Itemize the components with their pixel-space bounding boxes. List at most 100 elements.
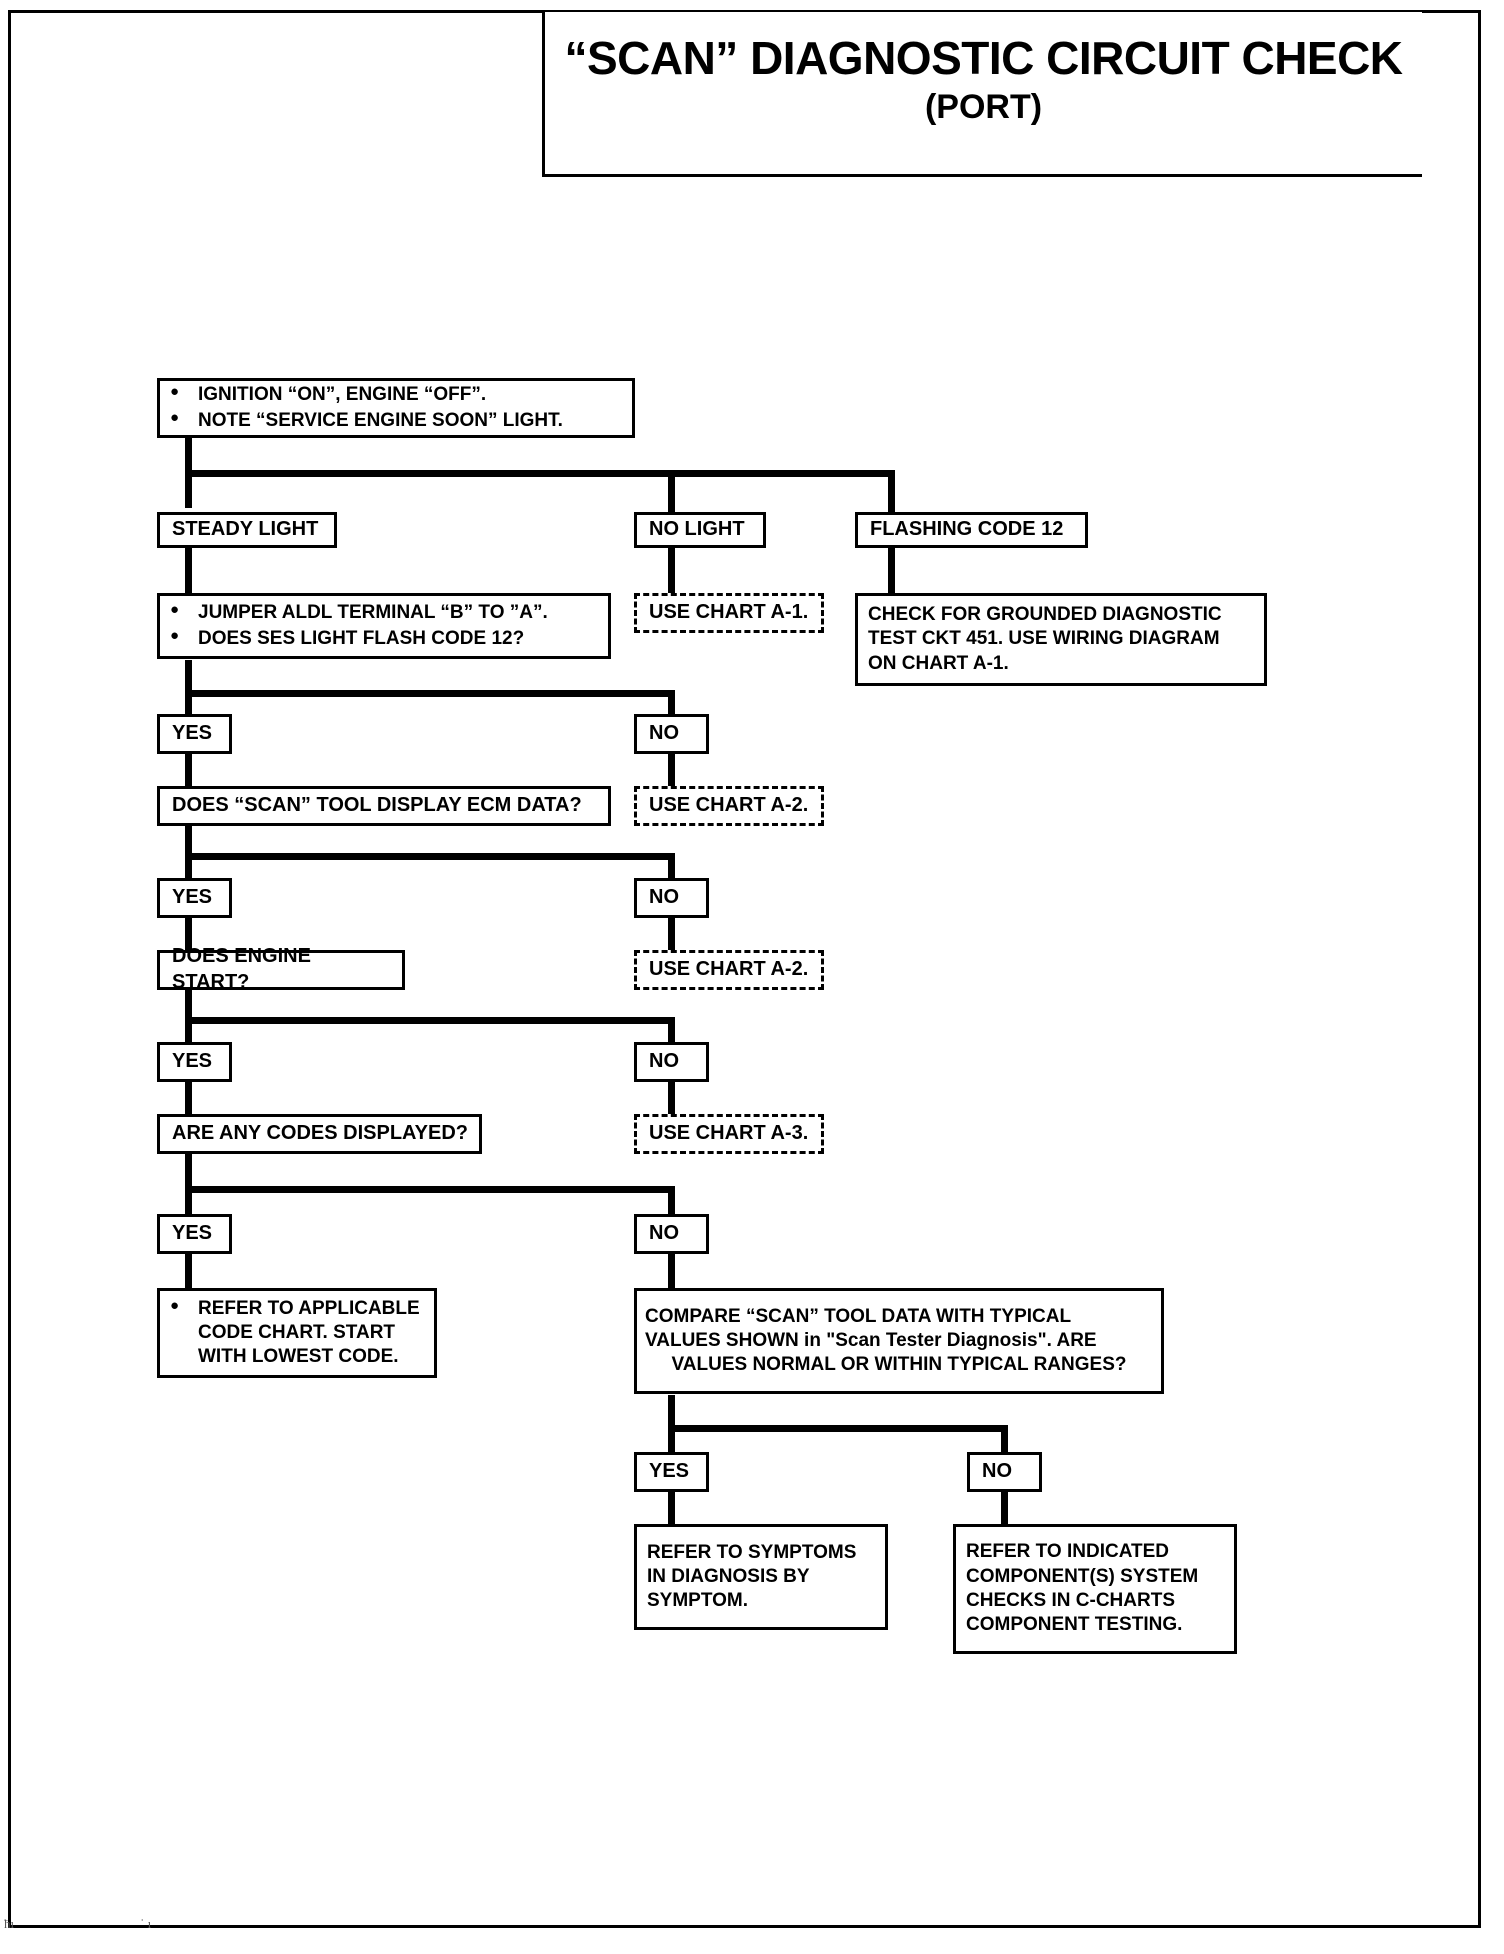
node-yes-2-label: YES — [172, 886, 213, 909]
node-no-light[interactable]: NO LIGHT — [634, 512, 766, 548]
node-yes-5[interactable]: YES — [634, 1452, 709, 1492]
node-yes-3-label: YES — [172, 1050, 213, 1073]
page-border — [8, 10, 1481, 1928]
node-steady-light[interactable]: STEADY LIGHT — [157, 512, 337, 548]
node-steady-light-label: STEADY LIGHT — [172, 518, 319, 541]
connector-codes-bus — [185, 1186, 675, 1193]
connector-no3-down — [668, 1080, 675, 1114]
node-no-1-label: NO — [649, 722, 679, 745]
refer-component-line-4: COMPONENT TESTING. — [966, 1614, 1183, 1636]
start-bullet-2: NOTE “SERVICE ENGINE SOON” LIGHT. — [164, 408, 624, 433]
node-use-chart-a3-label: USE CHART A-3. — [649, 1122, 809, 1145]
refer-symptoms-line-3: SYMPTOM. — [647, 1590, 748, 1612]
connector-no2-down — [668, 916, 675, 950]
node-use-chart-a1-label: USE CHART A-1. — [649, 601, 809, 624]
scan-artifact-left: ħı — [4, 1916, 15, 1931]
check-grounded-line-3: ON CHART A-1. — [868, 652, 1009, 674]
node-start[interactable]: IGNITION “ON”, ENGINE “OFF”. NOTE “SERVI… — [157, 378, 635, 438]
connector-scan-bus — [185, 853, 675, 860]
node-yes-5-label: YES — [649, 1460, 690, 1483]
refer-code-chart-bullet-list: REFER TO APPLICABLE CODE CHART. START WI… — [164, 1296, 426, 1370]
jumper-bullet-2: DOES SES LIGHT FLASH CODE 12? — [164, 626, 600, 651]
node-no-5[interactable]: NO — [967, 1452, 1042, 1492]
connector-scan-no-down — [668, 853, 675, 884]
node-yes-3[interactable]: YES — [157, 1042, 232, 1082]
node-flashing-code-12[interactable]: FLASHING CODE 12 — [855, 512, 1088, 548]
refer-code-chart-bullet-1: REFER TO APPLICABLE CODE CHART. START WI… — [164, 1296, 426, 1370]
refer-component-line-3: CHECKS IN C-CHARTS — [966, 1590, 1175, 1611]
node-no-1[interactable]: NO — [634, 714, 709, 754]
node-no-3[interactable]: NO — [634, 1042, 709, 1082]
jumper-bullet-1: JUMPER ALDL TERMINAL “B” TO ”A”. — [164, 600, 600, 625]
node-yes-4-label: YES — [172, 1222, 213, 1245]
node-no-2[interactable]: NO — [634, 878, 709, 918]
compare-scan-line-3: VALUES NORMAL OR WITHIN TYPICAL RANGES? — [671, 1354, 1127, 1376]
connector-steady-to-jumper — [185, 545, 192, 593]
connector-flashing-down — [888, 470, 895, 512]
check-grounded-line-1: CHECK FOR GROUNDED DIAGNOSTIC — [868, 604, 1222, 626]
refer-symptoms-line-2: IN DIAGNOSIS BY — [647, 1565, 810, 1587]
connector-codes-no-down — [668, 1186, 675, 1222]
node-compare-scan-data[interactable]: COMPARE “SCAN” TOOL DATA WITH TYPICAL VA… — [634, 1288, 1164, 1394]
node-use-chart-a2-first-label: USE CHART A-2. — [649, 794, 809, 817]
node-engine-start-label: DOES ENGINE START? — [172, 945, 311, 993]
start-bullet-list: IGNITION “ON”, ENGINE “OFF”. NOTE “SERVI… — [164, 382, 624, 434]
node-flashing-code-12-label: FLASHING CODE 12 — [870, 518, 1064, 541]
node-yes-4[interactable]: YES — [157, 1214, 232, 1254]
connector-yes4-down — [185, 1254, 192, 1288]
node-yes-2[interactable]: YES — [157, 878, 232, 918]
compare-scan-line-1: COMPARE “SCAN” TOOL DATA WITH TYPICAL — [645, 1305, 1072, 1327]
node-use-chart-a3[interactable]: USE CHART A-3. — [634, 1114, 824, 1154]
connector-no5-down — [1001, 1492, 1008, 1524]
connector-engine-no-down — [668, 1017, 675, 1048]
check-grounded-line-2: TEST CKT 451. USE WIRING DIAGRAM — [868, 628, 1220, 650]
node-codes-displayed[interactable]: ARE ANY CODES DISPLAYED? — [157, 1114, 482, 1154]
node-refer-symptoms[interactable]: REFER TO SYMPTOMS IN DIAGNOSIS BY SYMPTO… — [634, 1524, 888, 1630]
connector-no1-down — [668, 752, 675, 786]
connector-nolight-to-a1 — [668, 545, 675, 593]
refer-symptoms-line-1: REFER TO SYMPTOMS — [647, 1541, 857, 1563]
start-bullet-1: IGNITION “ON”, ENGINE “OFF”. — [164, 382, 624, 407]
node-no-4[interactable]: NO — [634, 1214, 709, 1254]
node-refer-code-chart[interactable]: REFER TO APPLICABLE CODE CHART. START WI… — [157, 1288, 437, 1378]
node-scan-ecm-data[interactable]: DOES “SCAN” TOOL DISPLAY ECM DATA? — [157, 786, 611, 826]
node-no-5-label: NO — [982, 1460, 1012, 1483]
node-codes-displayed-label: ARE ANY CODES DISPLAYED? — [172, 1122, 468, 1145]
node-use-chart-a1[interactable]: USE CHART A-1. — [634, 593, 824, 633]
connector-compare-bus — [668, 1425, 1008, 1432]
connector-engine-bus — [185, 1017, 675, 1024]
node-jumper-aldl[interactable]: JUMPER ALDL TERMINAL “B” TO ”A”. DOES SE… — [157, 593, 611, 659]
node-use-chart-a2-second-label: USE CHART A-2. — [649, 958, 809, 981]
connector-bus-top — [185, 470, 895, 477]
connector-yes1-down — [185, 752, 192, 786]
connector-yes2-down — [185, 916, 192, 950]
connector-no4-down — [668, 1254, 675, 1288]
refer-component-line-1: REFER TO INDICATED — [966, 1541, 1170, 1563]
node-no-4-label: NO — [649, 1222, 679, 1245]
scan-artifact-right: ˈ ı — [140, 1916, 152, 1931]
connector-flashing-to-check — [888, 545, 895, 593]
compare-scan-line-2b: in "Scan Tester Diagnosis" — [804, 1329, 1047, 1351]
jumper-bullet-list: JUMPER ALDL TERMINAL “B” TO ”A”. DOES SE… — [164, 600, 600, 652]
compare-scan-line-2: VALUES SHOWN in "Scan Tester Diagnosis".… — [645, 1329, 1153, 1353]
node-engine-start[interactable]: DOES ENGINE START? — [157, 945, 405, 993]
node-no-3-label: NO — [649, 1050, 679, 1073]
node-use-chart-a2-second[interactable]: USE CHART A-2. — [634, 950, 824, 990]
node-use-chart-a2-first[interactable]: USE CHART A-2. — [634, 786, 824, 826]
compare-scan-line-2a: VALUES SHOWN — [645, 1329, 805, 1351]
node-yes-1-label: YES — [172, 722, 213, 745]
connector-jumper-bus — [185, 690, 675, 697]
node-no-2-label: NO — [649, 886, 679, 909]
title-block: “SCAN” DIAGNOSTIC CIRCUIT CHECK (PORT) — [542, 12, 1422, 177]
page-title: “SCAN” DIAGNOSTIC CIRCUIT CHECK — [564, 32, 1403, 84]
node-refer-component[interactable]: REFER TO INDICATED COMPONENT(S) SYSTEM C… — [953, 1524, 1237, 1654]
connector-yes5-down — [668, 1492, 675, 1524]
node-check-grounded[interactable]: CHECK FOR GROUNDED DIAGNOSTIC TEST CKT 4… — [855, 593, 1267, 686]
connector-compare-no-down — [1001, 1425, 1008, 1457]
node-yes-1[interactable]: YES — [157, 714, 232, 754]
page-subtitle: (PORT) — [924, 88, 1043, 127]
connector-jumper-no-down — [668, 690, 675, 720]
connector-no-light-down — [668, 470, 675, 512]
connector-yes3-down — [185, 1080, 192, 1114]
